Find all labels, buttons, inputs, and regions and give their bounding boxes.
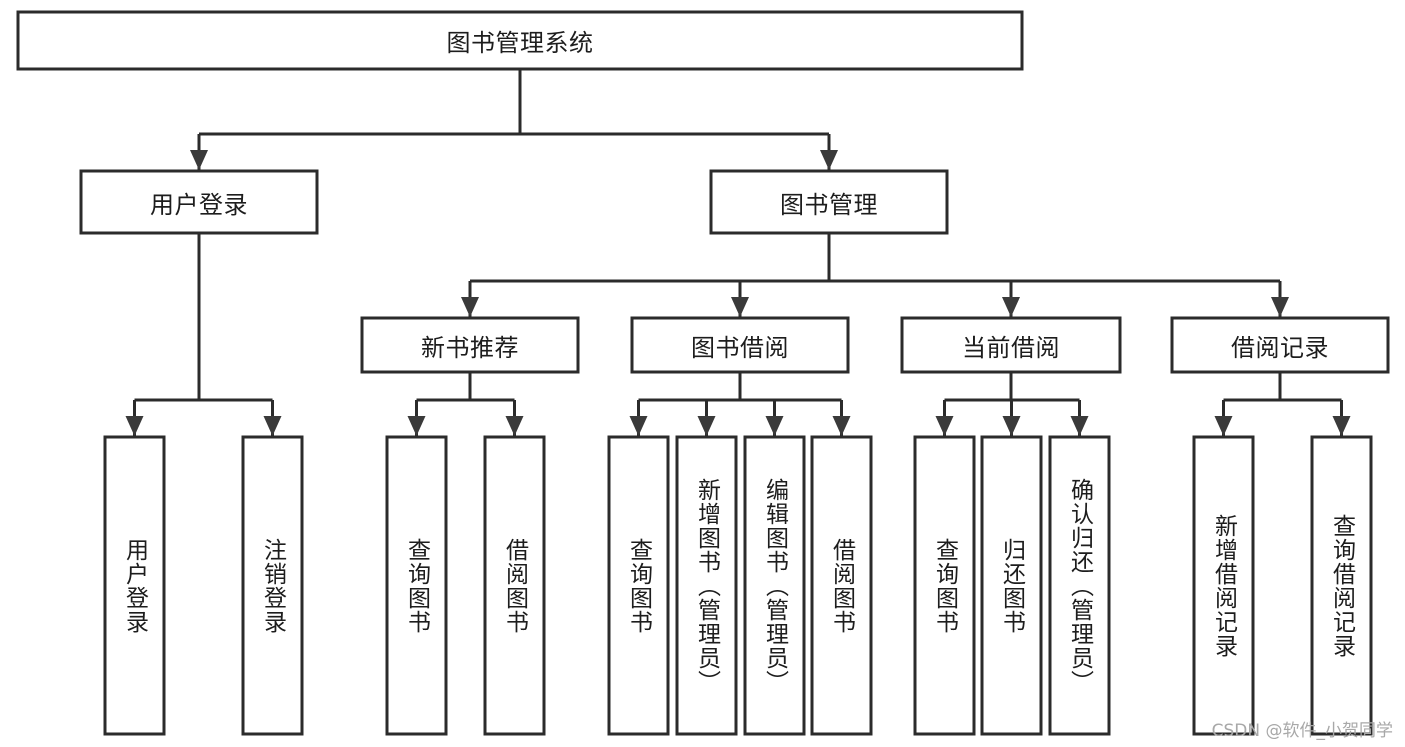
node-box-leaf-add-book[interactable] [675, 435, 738, 736]
arrow-head-leaf-return-book [1002, 416, 1021, 436]
arrow-head-book-borrow [731, 297, 749, 317]
node-box-leaf-borrow-book-2[interactable] [810, 435, 873, 736]
node-box-borrow-record[interactable] [1170, 316, 1390, 374]
arrow-head-leaf-query-book-2 [629, 416, 648, 436]
arrow-head-leaf-borrow-book-2 [832, 416, 851, 436]
arrow-head-leaf-edit-book [765, 416, 784, 436]
node-box-layer [16, 10, 1390, 736]
node-box-leaf-add-record[interactable] [1192, 435, 1255, 736]
arrow-head-leaf-borrow-book-1 [505, 416, 524, 436]
node-box-current-borrow[interactable] [900, 316, 1122, 374]
arrow-head-leaf-query-book-3 [935, 416, 954, 436]
arrow-head-leaf-user-login [125, 416, 144, 436]
node-box-user-login[interactable] [79, 169, 319, 235]
arrow-head-book-manage [820, 150, 838, 170]
arrow-head-leaf-logout [263, 416, 282, 436]
node-box-leaf-query-book-3[interactable] [913, 435, 976, 736]
arrow-head-leaf-query-book-1 [407, 416, 426, 436]
arrow-head-leaf-add-book [697, 416, 716, 436]
node-box-leaf-edit-book[interactable] [743, 435, 806, 736]
connector-layer [125, 69, 1351, 436]
node-box-leaf-query-book-2[interactable] [607, 435, 670, 736]
arrow-head-leaf-confirm-return [1070, 416, 1089, 436]
node-box-book-manage[interactable] [709, 169, 949, 235]
arrow-head-new-book-rec [461, 297, 479, 317]
node-box-leaf-return-book[interactable] [980, 435, 1043, 736]
node-box-leaf-query-book-1[interactable] [385, 435, 448, 736]
arrow-head-current-borrow [1002, 297, 1020, 317]
node-box-new-book-rec[interactable] [360, 316, 580, 374]
node-box-leaf-query-record[interactable] [1310, 435, 1373, 736]
node-box-leaf-borrow-book-1[interactable] [483, 435, 546, 736]
arrow-head-leaf-add-record [1214, 416, 1233, 436]
node-box-leaf-user-login[interactable] [103, 435, 166, 736]
node-box-leaf-confirm-return[interactable] [1048, 435, 1111, 736]
arrow-head-user-login [190, 150, 208, 170]
arrow-head-leaf-query-record [1332, 416, 1351, 436]
node-box-leaf-logout[interactable] [241, 435, 304, 736]
node-box-book-borrow[interactable] [630, 316, 850, 374]
node-box-root[interactable] [16, 10, 1024, 71]
arrow-head-borrow-record [1271, 297, 1289, 317]
